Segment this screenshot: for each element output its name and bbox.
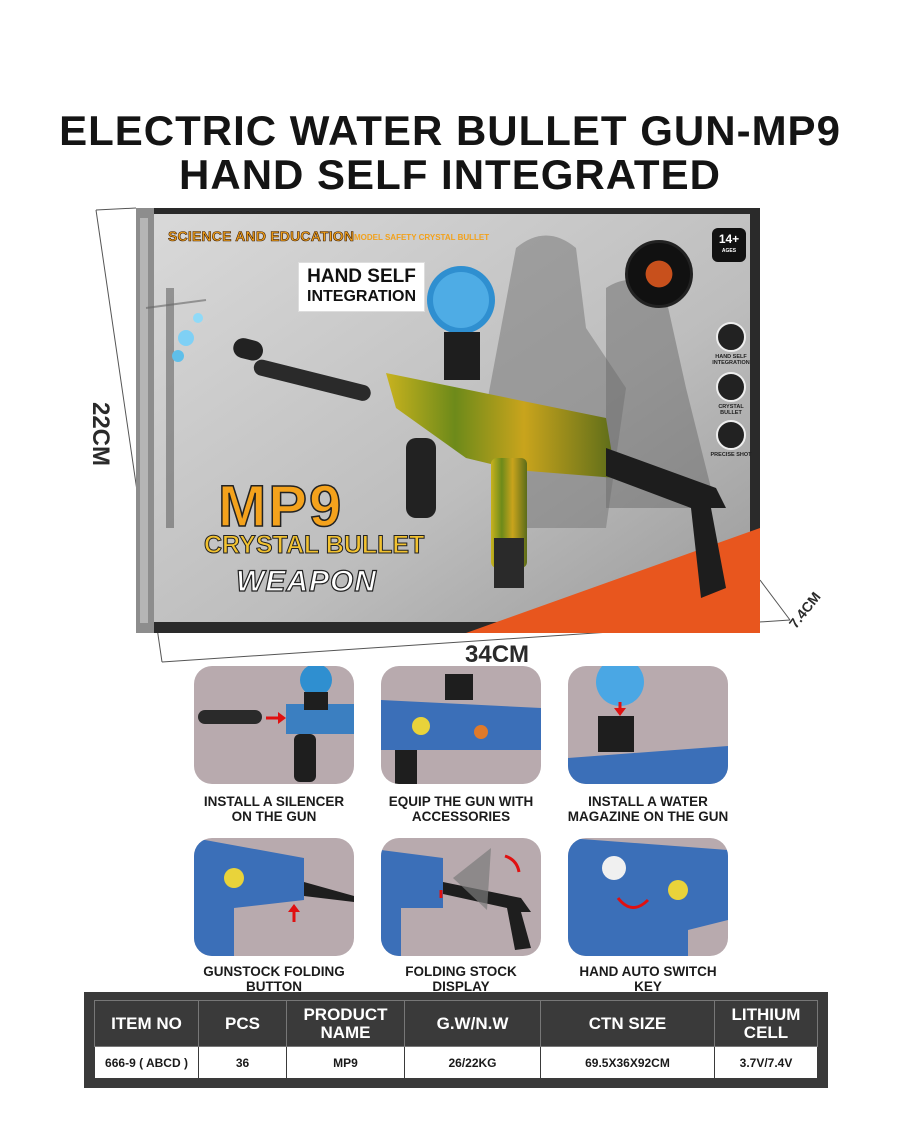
step-install-silencer: INSTALL A SILENCER ON THE GUN: [194, 666, 354, 824]
spec-header-row: ITEM NO PCS PRODUCT NAME G.W/N.W CTN SIZ…: [94, 1000, 818, 1047]
bullet-icon: [716, 372, 746, 402]
step-caption: FOLDING STOCK DISPLAY: [405, 964, 517, 994]
step-install-magazine: INSTALL A WATER MAGAZINE ON THE GUN: [568, 666, 728, 824]
step-photo: [194, 838, 354, 956]
crosshair-icon: [716, 420, 746, 450]
lion-logo-icon: [625, 240, 693, 308]
spec-header: PRODUCT NAME: [286, 1000, 405, 1047]
page-title: ELECTRIC WATER BULLET GUN-MP9: [59, 107, 841, 154]
age-value: 14+: [718, 232, 740, 246]
box-logo-mp9: MP9: [217, 474, 344, 539]
step-photo: [194, 666, 354, 784]
feature-label: HAND SELF INTEGRATION: [712, 354, 750, 366]
spec-cell: 69.5X36X92CM: [540, 1046, 715, 1079]
page-subtitle: HAND SELF INTEGRATED: [179, 151, 721, 198]
auto-switch-illustration: [568, 838, 728, 956]
step-photo: [568, 838, 728, 956]
step-caption: INSTALL A SILENCER ON THE GUN: [203, 794, 345, 824]
spec-grid: ITEM NO PCS PRODUCT NAME G.W/N.W CTN SIZ…: [94, 1000, 818, 1079]
step-folding-stock: FOLDING STOCK DISPLAY: [381, 838, 541, 994]
spec-header: G.W/N.W: [404, 1000, 541, 1047]
feature-hand-self: HAND SELF INTEGRATION: [708, 322, 754, 366]
spec-table: ITEM NO PCS PRODUCT NAME G.W/N.W CTN SIZ…: [84, 992, 828, 1088]
step-auto-switch: HAND AUTO SWITCH KEY: [568, 838, 728, 994]
silencer-illustration: [198, 666, 354, 782]
folding-stock-illustration: [381, 848, 531, 956]
spec-cell: MP9: [286, 1046, 405, 1079]
dimension-height: 22CM: [87, 401, 114, 467]
spec-header: LITHIUM CELL: [714, 1000, 818, 1047]
feature-precise-shot: PRECISE SHOT: [708, 420, 754, 458]
step-caption: INSTALL A WATER MAGAZINE ON THE GUN: [567, 794, 729, 824]
feature-label: PRECISE SHOT: [710, 452, 752, 458]
spec-cell: 36: [198, 1046, 287, 1079]
feature-crystal-bullet: CRYSTAL BULLET: [708, 372, 754, 416]
spec-header: CTN SIZE: [540, 1000, 715, 1047]
feature-label: CRYSTAL BULLET: [718, 404, 744, 416]
spec-cell: 666-9 ( ABCD ): [94, 1046, 199, 1079]
age-badge: 14+ AGES: [712, 228, 746, 262]
box-logo-crystal-bullet: CRYSTAL BULLET: [203, 531, 425, 559]
dimension-width: 34CM: [465, 641, 530, 668]
age-sub: AGES: [721, 248, 737, 254]
magazine-illustration: [568, 666, 728, 784]
box-artwork: [136, 208, 760, 633]
step-photo: [381, 666, 541, 784]
spec-header: ITEM NO: [94, 1000, 199, 1047]
integration-text: INTEGRATION: [307, 288, 417, 305]
box-science-label: SCIENCE AND EDUCATION: [168, 228, 355, 245]
product-box-photo: [136, 208, 760, 633]
step-gunstock-button: GUNSTOCK FOLDING BUTTON: [194, 838, 354, 994]
hand-self-integration-label: HAND SELF INTEGRATION: [298, 262, 426, 312]
box-science-sub: MODEL SAFETY CRYSTAL BULLET: [354, 233, 490, 242]
box-logo-weapon: WEAPON: [235, 564, 377, 598]
spec-data-row: 666-9 ( ABCD ) 36 MP9 26/22KG 69.5X36X92…: [94, 1046, 818, 1079]
step-equip-accessories: EQUIP THE GUN WITH ACCESSORIES: [381, 666, 541, 824]
gunstock-button-illustration: [194, 838, 354, 956]
accessories-illustration: [381, 674, 541, 784]
step-caption: GUNSTOCK FOLDING BUTTON: [203, 964, 345, 994]
spec-cell: 3.7V/7.4V: [714, 1046, 818, 1079]
hand-self-text: HAND SELF: [307, 266, 416, 287]
step-photo: [568, 666, 728, 784]
step-photo: [381, 838, 541, 956]
step-caption: EQUIP THE GUN WITH ACCESSORIES: [388, 794, 534, 824]
spec-header: PCS: [198, 1000, 287, 1047]
step-caption: HAND AUTO SWITCH KEY: [579, 964, 717, 994]
spec-cell: 26/22KG: [404, 1046, 541, 1079]
hand-icon: [716, 322, 746, 352]
